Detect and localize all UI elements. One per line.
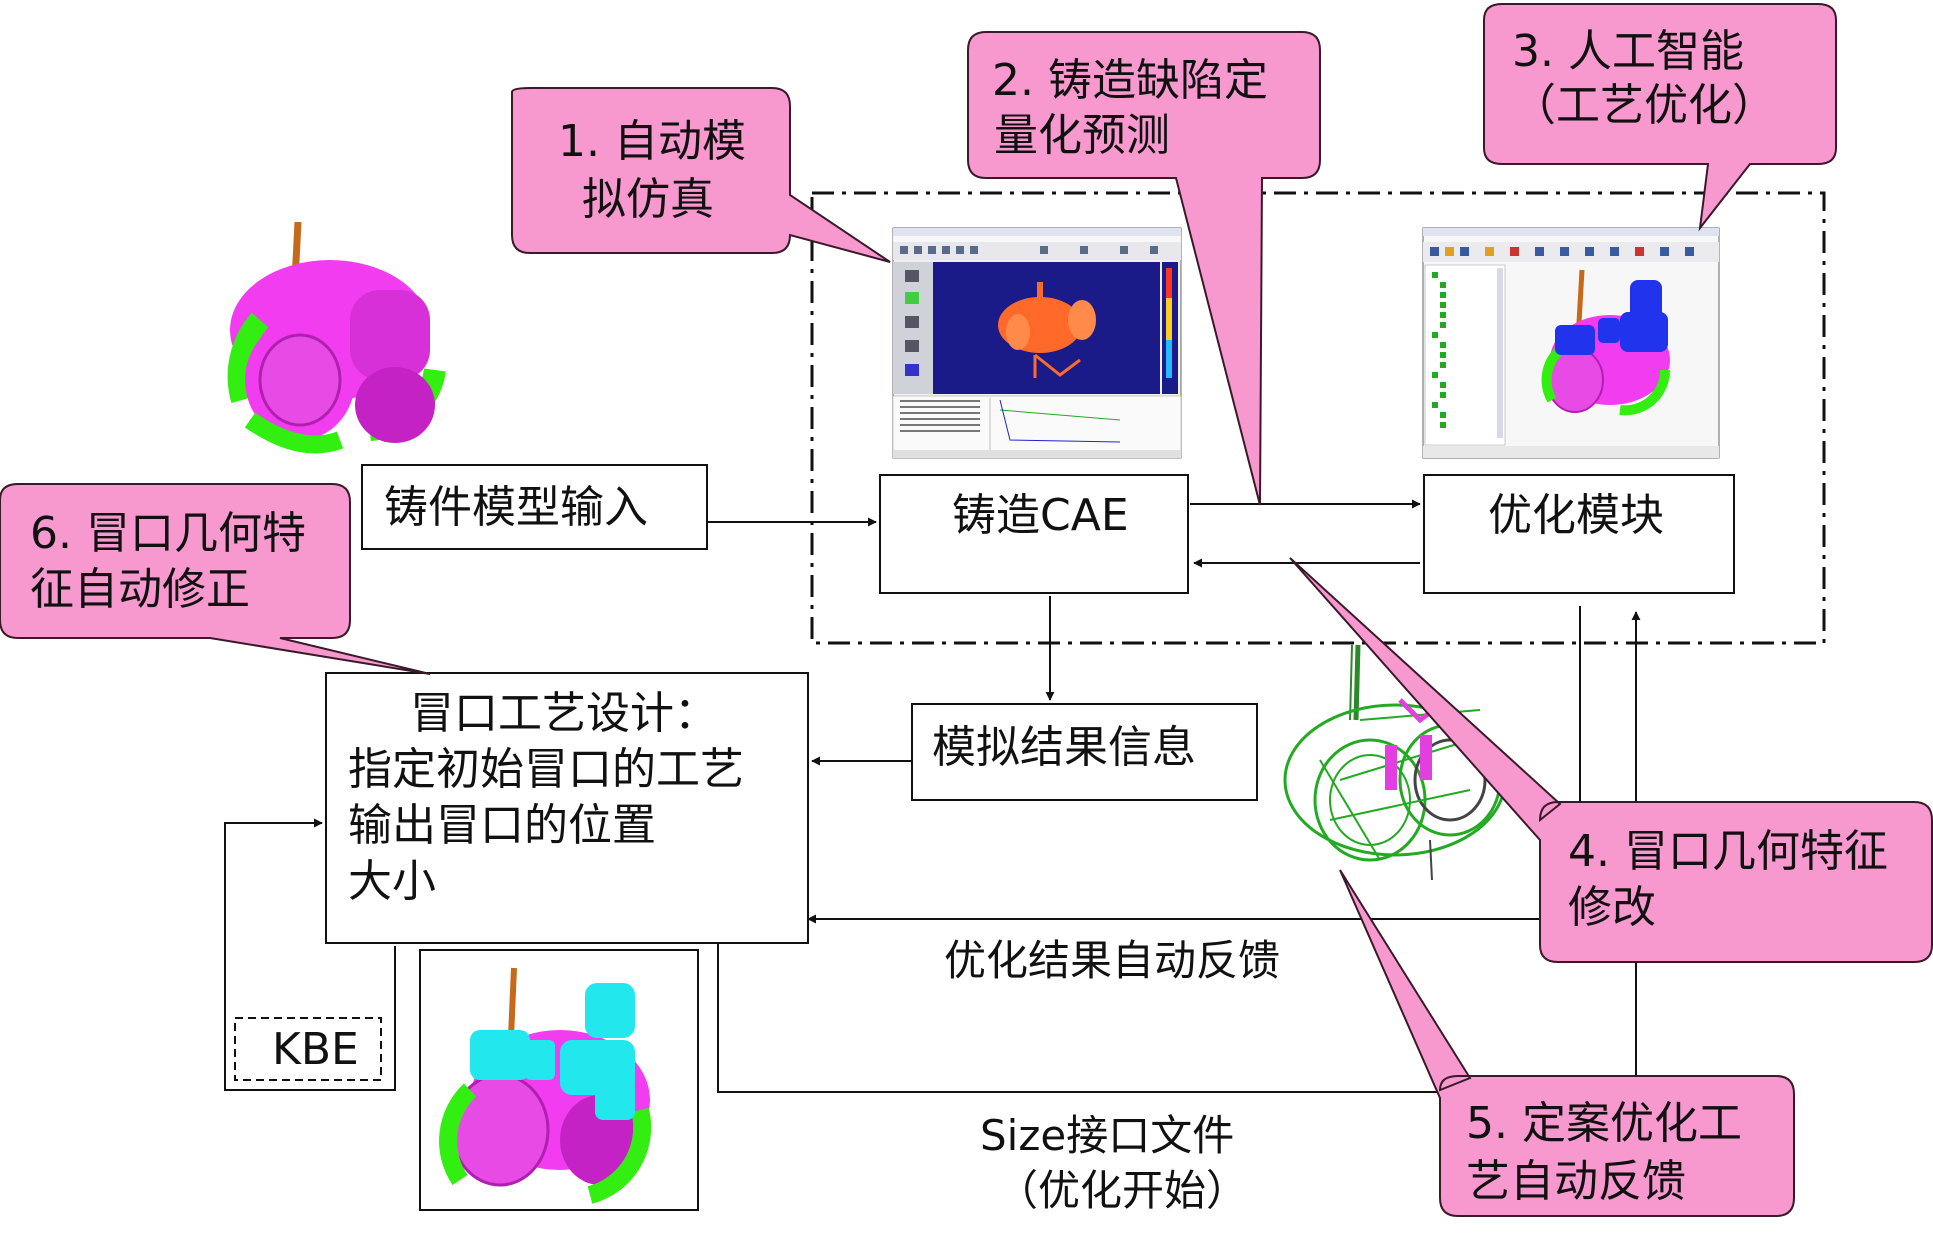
- svg-text:4. 冒口几何特征: 4. 冒口几何特征: [1568, 826, 1888, 877]
- svg-text:修改: 修改: [1568, 882, 1656, 933]
- optimization-feedback-label: 优化结果自动反馈: [944, 936, 1280, 985]
- callout-riser-geometry-autofix: 6. 冒口几何特 征自动修正: [0, 483, 431, 675]
- casting-model-input-box: 铸件模型输入: [361, 464, 708, 550]
- kbe-box: KBE: [234, 1017, 382, 1081]
- svg-text:铸件模型输入: 铸件模型输入: [384, 482, 648, 533]
- size-interface-file-label: Size接口文件: [980, 1111, 1234, 1160]
- casting-model-3d-icon: [227, 221, 446, 454]
- simulation-result-box: 模拟结果信息: [911, 703, 1258, 801]
- riser-model-3d-icon: [439, 967, 652, 1204]
- optimization-start-label: （优化开始）: [996, 1166, 1248, 1215]
- svg-text:铸造CAE: 铸造CAE: [952, 490, 1129, 541]
- svg-text:优化模块: 优化模块: [1488, 490, 1664, 541]
- svg-text:5. 定案优化工: 5. 定案优化工: [1466, 1098, 1742, 1149]
- svg-text:指定初始冒口的工艺: 指定初始冒口的工艺: [348, 744, 744, 795]
- svg-text:冒口工艺设计：: 冒口工艺设计：: [410, 688, 718, 739]
- casting-cae-box: 铸造CAE: [879, 474, 1189, 594]
- callout-auto-simulation: 1. 自动模 拟仿真: [511, 87, 891, 263]
- svg-text:KBE: KBE: [272, 1024, 359, 1075]
- riser-process-design-box: 冒口工艺设计： 指定初始冒口的工艺 输出冒口的位置 大小: [325, 672, 809, 944]
- cae-optimization-region: [810, 191, 1826, 645]
- svg-text:2. 铸造缺陷定: 2. 铸造缺陷定: [992, 55, 1268, 106]
- callout-riser-geometry-modify: 4. 冒口几何特征 修改: [1289, 557, 1933, 963]
- svg-text:3. 人工智能: 3. 人工智能: [1512, 26, 1744, 77]
- svg-text:量化预测: 量化预测: [994, 110, 1170, 161]
- callout-artificial-intelligence: 3. 人工智能 （工艺优化）: [1483, 3, 1837, 232]
- svg-text:6. 冒口几何特: 6. 冒口几何特: [30, 508, 306, 559]
- optimization-module-box: 优化模块: [1423, 474, 1735, 594]
- svg-text:（工艺优化）: （工艺优化）: [1512, 80, 1776, 131]
- svg-text:输出冒口的位置: 输出冒口的位置: [348, 800, 656, 851]
- callout-final-optimization-feedback: 5. 定案优化工 艺自动反馈: [1339, 869, 1795, 1217]
- callout-defect-prediction: 2. 铸造缺陷定 量化预测: [967, 31, 1321, 506]
- svg-text:艺自动反馈: 艺自动反馈: [1466, 1156, 1686, 1207]
- svg-text:征自动修正: 征自动修正: [30, 564, 250, 615]
- svg-text:大小: 大小: [348, 856, 436, 907]
- svg-text:1. 自动模: 1. 自动模: [558, 116, 746, 167]
- optimization-module-screenshot: [1422, 227, 1720, 459]
- cae-simulation-screenshot: [892, 227, 1182, 459]
- svg-text:拟仿真: 拟仿真: [582, 174, 714, 225]
- svg-text:模拟结果信息: 模拟结果信息: [932, 722, 1196, 773]
